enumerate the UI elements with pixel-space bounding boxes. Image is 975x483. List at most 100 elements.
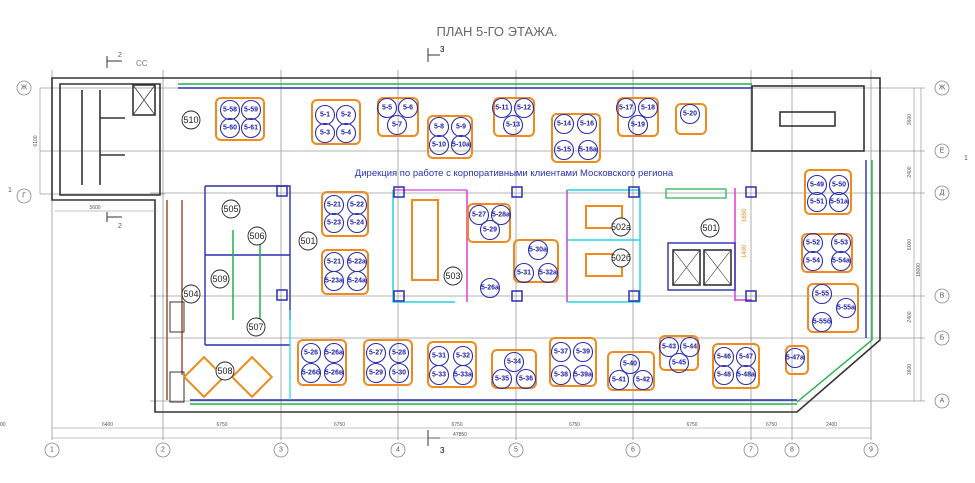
workstation[interactable]: 5-50	[828, 174, 850, 196]
workstation[interactable]: 5-46	[713, 346, 735, 368]
workstation[interactable]: 5-61	[240, 117, 262, 139]
cc-label: СС	[136, 59, 148, 68]
workstation[interactable]: 5-4	[335, 122, 357, 144]
section-mark-left-side: 1	[8, 187, 12, 194]
workstation[interactable]: 5-18	[637, 97, 659, 119]
workstation[interactable]: 5-45	[668, 352, 690, 374]
workstation[interactable]: 5-6	[397, 97, 419, 119]
workstation[interactable]: 5-26б	[300, 362, 322, 384]
workstation[interactable]: 5-31	[513, 262, 535, 284]
workstation[interactable]: 5-28а	[490, 204, 512, 226]
workstation[interactable]: 5-40	[619, 353, 641, 375]
room-label: 501	[300, 236, 315, 246]
workstation[interactable]: 5-44	[679, 336, 701, 358]
workstation[interactable]: 5-35	[491, 368, 513, 390]
workstation[interactable]: 5-32а	[537, 262, 559, 284]
workstation[interactable]: 5-8	[428, 116, 450, 138]
workstation-marker	[450, 116, 472, 138]
workstation-label: 5-32	[456, 353, 470, 360]
workstation[interactable]: 5-24а	[346, 270, 368, 292]
workstation[interactable]: 5-42	[632, 369, 654, 391]
axis-circle	[934, 330, 950, 346]
workstation[interactable]: 5-26	[300, 342, 322, 364]
workstation[interactable]: 5-23	[323, 212, 345, 234]
workstation[interactable]: 5-37	[550, 341, 572, 363]
room-marker	[611, 217, 631, 237]
workstation[interactable]: 5-20	[679, 103, 701, 125]
workstation[interactable]: 5-7	[386, 114, 408, 136]
workstation[interactable]: 5-27	[468, 204, 490, 226]
workstation[interactable]: 5-16	[576, 113, 598, 135]
workstation[interactable]: 5-10а	[450, 134, 472, 156]
workstation[interactable]: 5-1	[314, 104, 336, 126]
workstation[interactable]: 5-52	[802, 232, 824, 254]
workstation[interactable]: 5-39а	[572, 364, 594, 386]
workstation[interactable]: 5-26а	[479, 277, 501, 299]
workstation[interactable]: 5-22а	[346, 251, 368, 273]
workstation[interactable]: 5-9	[450, 116, 472, 138]
workstation[interactable]: 5-54а	[830, 250, 852, 272]
workstation[interactable]: 5-12	[513, 97, 535, 119]
workstation[interactable]: 5-53	[830, 232, 852, 254]
workstation[interactable]: 5-51а	[828, 191, 850, 213]
workstation[interactable]: 5-16а	[577, 139, 599, 161]
workstation[interactable]: 5-30а	[527, 239, 549, 261]
workstation[interactable]: 5-29	[479, 219, 501, 241]
workstation[interactable]: 5-58	[219, 99, 241, 121]
workstation[interactable]: 5-22	[346, 194, 368, 216]
workstation[interactable]: 5-28	[388, 342, 410, 364]
workstation[interactable]: 5-5	[376, 97, 398, 119]
workstation[interactable]: 5-3	[314, 122, 336, 144]
workstation[interactable]: 5-27	[365, 342, 387, 364]
workstation[interactable]: 5-33	[428, 364, 450, 386]
workstation[interactable]: 5-38	[550, 364, 572, 386]
axis-circle	[934, 80, 950, 96]
workstation[interactable]: 5-19	[627, 114, 649, 136]
workstation[interactable]: 5-55а	[835, 297, 857, 319]
workstation[interactable]: 5-34	[503, 351, 525, 373]
workstation[interactable]: 5-54	[802, 250, 824, 272]
meeting-table	[585, 205, 623, 229]
workstation[interactable]: 5-47	[735, 346, 757, 368]
workstation[interactable]: 5-32	[452, 345, 474, 367]
workstation-marker	[300, 362, 322, 384]
room-label: 502б	[611, 253, 631, 263]
dimension-label: 3600	[907, 364, 913, 375]
workstation[interactable]: 5-23а	[323, 270, 345, 292]
workstation[interactable]: 5-26а	[323, 342, 345, 364]
workstation[interactable]: 5-51	[806, 191, 828, 213]
workstation[interactable]: 5-30	[388, 362, 410, 384]
room-marker	[210, 269, 230, 289]
workstation[interactable]: 5-15	[553, 139, 575, 161]
workstation[interactable]: 5-14	[553, 113, 575, 135]
workstation[interactable]: 5-60	[219, 117, 241, 139]
workstation[interactable]: 5-41	[608, 369, 630, 391]
workstation[interactable]: 5-11	[491, 97, 513, 119]
workstation[interactable]: 5-36	[515, 368, 537, 390]
workstation[interactable]: 5-21	[323, 251, 345, 273]
workstation[interactable]: 5-43	[658, 336, 680, 358]
workstation[interactable]: 5-59	[240, 99, 262, 121]
workstation[interactable]: 5-39	[572, 341, 594, 363]
workstation-label: 5-14	[557, 121, 571, 128]
workstation[interactable]: 5-55	[811, 283, 833, 305]
workstation[interactable]: 5-2	[335, 104, 357, 126]
workstation[interactable]: 5-49	[806, 174, 828, 196]
workstation[interactable]: 5-29	[365, 362, 387, 384]
workstation[interactable]: 5-17	[615, 97, 637, 119]
workstation-marker	[365, 362, 387, 384]
workstation[interactable]: 5-48а	[735, 364, 757, 386]
workstation[interactable]: 5-47а	[784, 347, 806, 369]
workstation-marker	[323, 362, 345, 384]
workstation[interactable]: 5-33а	[452, 364, 474, 386]
workstation[interactable]: 5-24	[346, 212, 368, 234]
workstation[interactable]: 5-31	[428, 345, 450, 367]
workstation-marker	[537, 262, 559, 284]
workstation[interactable]: 5-55б	[811, 311, 833, 333]
workstation[interactable]: 5-48	[713, 364, 735, 386]
workstation[interactable]: 5-26в	[323, 362, 345, 384]
workstation[interactable]: 5-13	[502, 114, 524, 136]
workstation[interactable]: 5-10	[428, 134, 450, 156]
workstation[interactable]: 5-21	[323, 194, 345, 216]
